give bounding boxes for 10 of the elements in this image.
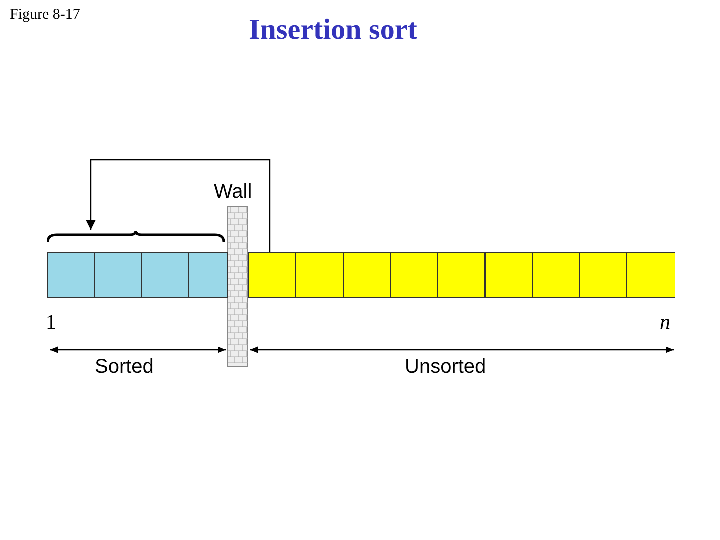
index-label: 1 [46,312,56,333]
wall-label: Wall [214,182,252,202]
figure-number: Figure 8-17 [10,8,80,23]
range-label: Sorted [95,357,154,377]
title: Insertion sort [249,16,418,45]
index-label: n [660,312,670,333]
range-label: Unsorted [405,357,486,377]
curly-brace [47,230,225,244]
array-cell [248,252,296,298]
arrow [86,159,271,252]
